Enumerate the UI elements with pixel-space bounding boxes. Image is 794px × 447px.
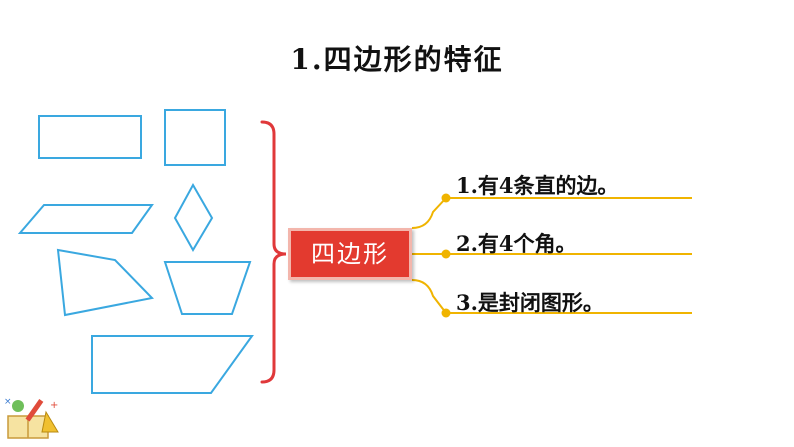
shape-trapezoid	[163, 261, 252, 315]
connector-dots	[441, 193, 451, 318]
shape-rectangle	[38, 115, 142, 159]
shape-parallelogram	[17, 204, 154, 234]
connector-lines	[411, 197, 447, 314]
svg-text:×: ×	[4, 397, 12, 407]
brace	[260, 120, 287, 384]
center-label: 四边形	[311, 240, 389, 268]
center-label-box: 四边形	[288, 228, 412, 280]
feature-underlines	[446, 197, 692, 314]
svg-text:+: +	[50, 400, 58, 411]
shape-irregular-quadrilateral	[56, 248, 155, 317]
feature-3: 3.是封闭图形。	[456, 290, 604, 315]
stationery-decoration-icon: + ×	[4, 397, 59, 439]
shape-right-trapezoid	[91, 335, 254, 394]
shape-rhombus	[173, 182, 214, 252]
feature-1: 1.有4条直的边。	[456, 173, 619, 198]
page-title: 1.四边形的特征	[290, 43, 504, 76]
feature-2: 2.有4个角。	[456, 231, 577, 256]
shape-square	[164, 109, 226, 166]
